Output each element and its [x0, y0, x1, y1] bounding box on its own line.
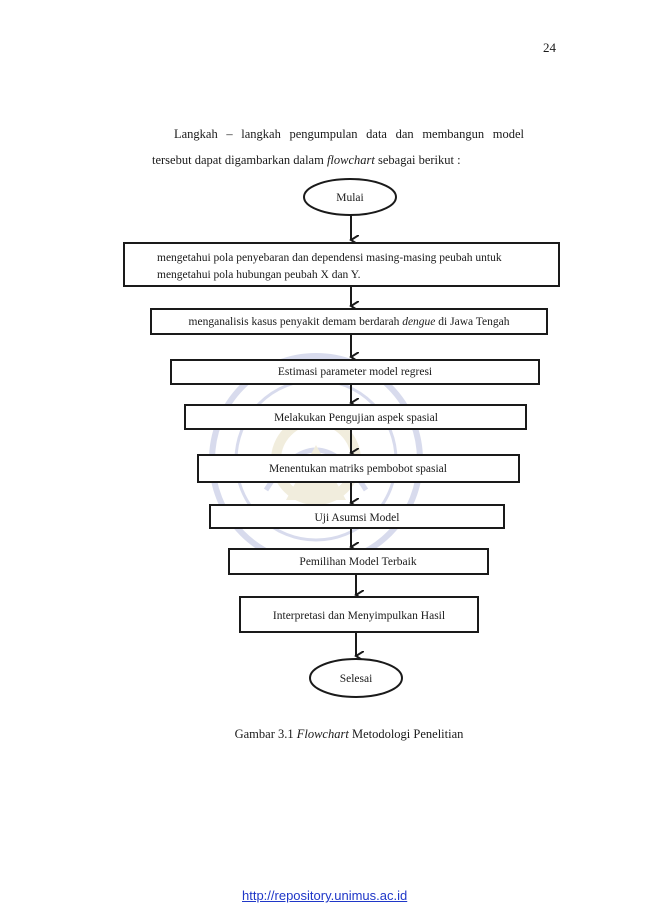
step-2-label-italic: dengue: [402, 316, 435, 328]
intro-paragraph: Langkah – langkah pengumpulan data dan m…: [152, 121, 524, 173]
intro-line-2-start: tersebut dapat digambarkan dalam: [152, 153, 327, 167]
repository-link[interactable]: http://repository.unimus.ac.id: [242, 888, 408, 903]
step-5-box: [197, 454, 520, 483]
step-4-box: [184, 404, 527, 430]
step-7-box: [228, 548, 489, 575]
end-label: Selesai: [340, 673, 373, 685]
step-1-label-line-2: mengetahui pola hubungan peubah X dan Y.: [157, 269, 361, 281]
step-8-label: Interpretasi dan Menyimpulkan Hasil: [273, 610, 445, 622]
step-6-box: [209, 504, 505, 529]
start-terminator: [303, 178, 397, 216]
end-terminator: [309, 658, 403, 698]
step-2-label: menganalisis kasus penyakit demam berdar…: [189, 316, 510, 328]
step-6-label: Uji Asumsi Model: [315, 512, 400, 524]
intro-flowchart-word: flowchart: [326, 153, 375, 167]
intro-line-1: Langkah – langkah pengumpulan data dan m…: [174, 127, 524, 141]
figure-caption: Gambar 3.1 Flowchart Metodologi Peneliti…: [0, 727, 650, 742]
step-3-box: [170, 359, 540, 385]
flow-connectors: [351, 215, 356, 656]
step-8-box: [239, 596, 479, 633]
step-4-label: Melakukan Pengujian aspek spasial: [274, 412, 438, 424]
step-2-label-start: menganalisis kasus penyakit demam berdar…: [189, 316, 403, 328]
caption-italic: Flowchart: [296, 727, 349, 741]
step-1-box: [123, 242, 560, 287]
caption-prefix: Gambar 3.1: [234, 727, 297, 741]
intro-line-2: tersebut dapat digambarkan dalam flowcha…: [152, 147, 524, 173]
page-number: 24: [543, 40, 556, 55]
start-label: Mulai: [336, 192, 363, 204]
step-7-label: Pemilihan Model Terbaik: [299, 556, 416, 568]
step-1-label-line-1: mengetahui pola penyebaran dan dependens…: [157, 252, 502, 264]
caption-suffix: Metodologi Penelitian: [348, 727, 464, 741]
intro-line-2-end: sebagai berikut :: [374, 153, 461, 167]
step-3-label: Estimasi parameter model regresi: [278, 366, 432, 378]
step-5-label: Menentukan matriks pembobot spasial: [269, 463, 447, 475]
step-2-box: [150, 308, 548, 335]
step-2-label-end: di Jawa Tengah: [435, 316, 509, 328]
